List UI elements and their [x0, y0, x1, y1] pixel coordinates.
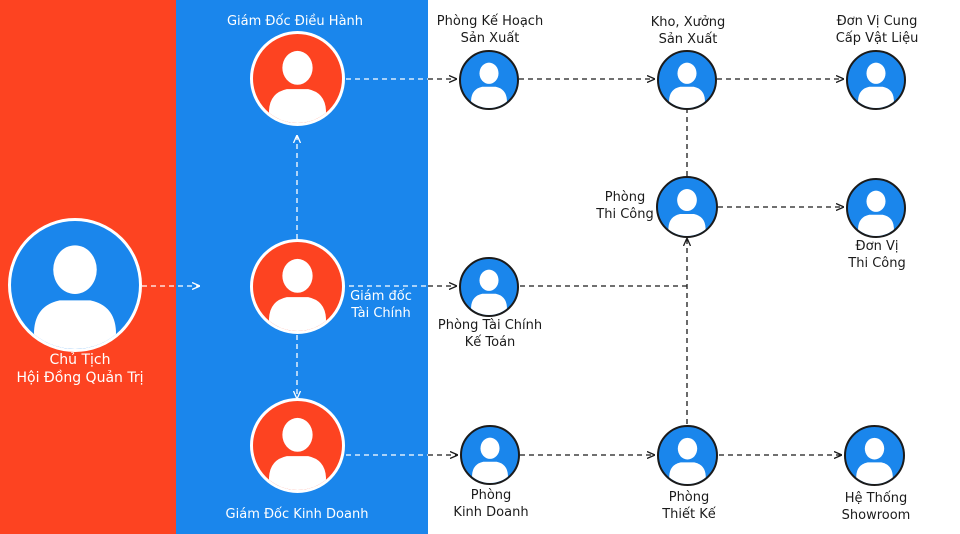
person-icon — [668, 189, 706, 236]
cfo-node[interactable] — [250, 239, 345, 334]
warehouse-node[interactable] — [657, 50, 717, 110]
person-icon — [856, 437, 893, 484]
sales-director-node[interactable] — [250, 398, 345, 493]
design-dept-node[interactable] — [657, 425, 718, 486]
person-icon — [269, 258, 326, 331]
sales-director-label: Giám Đốc Kinh Doanh — [225, 507, 369, 522]
finance-dept-node[interactable] — [459, 257, 519, 317]
planning-node[interactable] — [459, 50, 519, 110]
supplier-node[interactable] — [846, 50, 906, 110]
chairman-node[interactable] — [8, 218, 142, 352]
person-icon — [472, 437, 508, 483]
person-icon — [858, 190, 894, 236]
construction-unit-node[interactable] — [846, 178, 906, 238]
person-icon — [269, 50, 326, 123]
person-icon — [269, 417, 326, 490]
sales-dept-node[interactable] — [460, 425, 520, 485]
person-icon — [471, 269, 507, 315]
showroom-node[interactable] — [844, 425, 905, 486]
person-icon — [669, 437, 706, 484]
ceo-node[interactable] — [250, 31, 345, 126]
construction-dept-node[interactable] — [656, 176, 718, 238]
person-icon — [669, 62, 705, 108]
person-icon — [471, 62, 507, 108]
ceo-label: Giám Đốc Điều Hành — [226, 14, 364, 29]
person-icon — [858, 62, 894, 108]
person-icon — [34, 245, 116, 349]
